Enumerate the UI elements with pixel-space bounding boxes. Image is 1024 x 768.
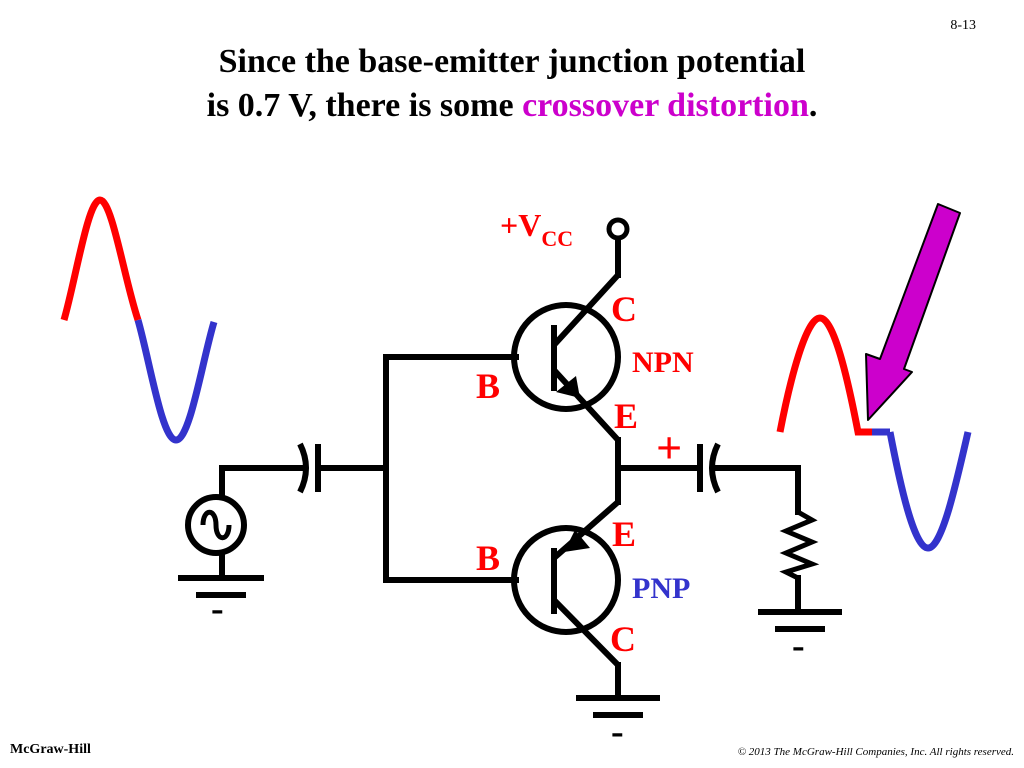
title-line-2-text: is 0.7 V, there is some	[206, 87, 523, 124]
circuit-wiring	[219, 235, 801, 701]
input-wave-negative-half	[134, 319, 218, 444]
pnp-emitter-arrow-icon	[564, 530, 590, 552]
pnp-collector-label: C	[610, 619, 636, 659]
footer-publisher: McGraw-Hill	[10, 742, 91, 757]
output-wave-positive-half	[776, 314, 872, 436]
footer-copyright: © 2013 The McGraw-Hill Companies, Inc. A…	[737, 746, 1014, 758]
output-wave-negative-half	[886, 431, 972, 552]
vcc-label-subscript: CC	[541, 226, 573, 251]
title-line-2: is 0.7 V, there is some crossover distor…	[0, 84, 1024, 128]
vcc-label-prefix: +V	[500, 207, 541, 243]
ac-source-icon	[185, 494, 247, 556]
output-capacitor	[697, 442, 721, 494]
pnp-type-label: PNP	[632, 572, 690, 605]
pnp-emitter-label: E	[612, 514, 636, 554]
npn-type-label: NPN	[632, 346, 694, 379]
input-capacitor	[297, 442, 321, 494]
title-period: .	[808, 87, 818, 124]
load-ground-minus: -	[792, 625, 805, 667]
title-line-1: Since the base-emitter junction potentia…	[218, 43, 806, 80]
npn-transistor	[511, 272, 621, 443]
slide-title: Since the base-emitter junction potentia…	[0, 40, 1024, 128]
crossover-distortion-highlight: crossover distortion	[522, 87, 809, 124]
output-plus-label: +	[656, 422, 682, 473]
source-ground-minus: -	[211, 588, 224, 630]
load-resistor-icon	[779, 509, 820, 581]
npn-collector-label: C	[611, 289, 637, 329]
load-ground-icon	[758, 609, 842, 632]
crossover-arrow-icon	[865, 203, 961, 421]
npn-emitter-arrow-icon	[556, 376, 580, 398]
npn-base-label: B	[476, 366, 500, 406]
pnp-base-label: B	[476, 538, 500, 578]
transistor-ground-minus: -	[611, 711, 624, 753]
input-wave-positive-half	[60, 196, 142, 322]
vcc-label: +VCC	[500, 207, 573, 251]
page-number: 8-13	[950, 18, 976, 33]
vcc-terminal-icon	[606, 217, 630, 241]
source-ground-icon	[178, 575, 264, 598]
npn-emitter-label: E	[614, 396, 638, 436]
pnp-transistor	[511, 499, 621, 668]
transistor-ground-icon	[576, 695, 660, 718]
